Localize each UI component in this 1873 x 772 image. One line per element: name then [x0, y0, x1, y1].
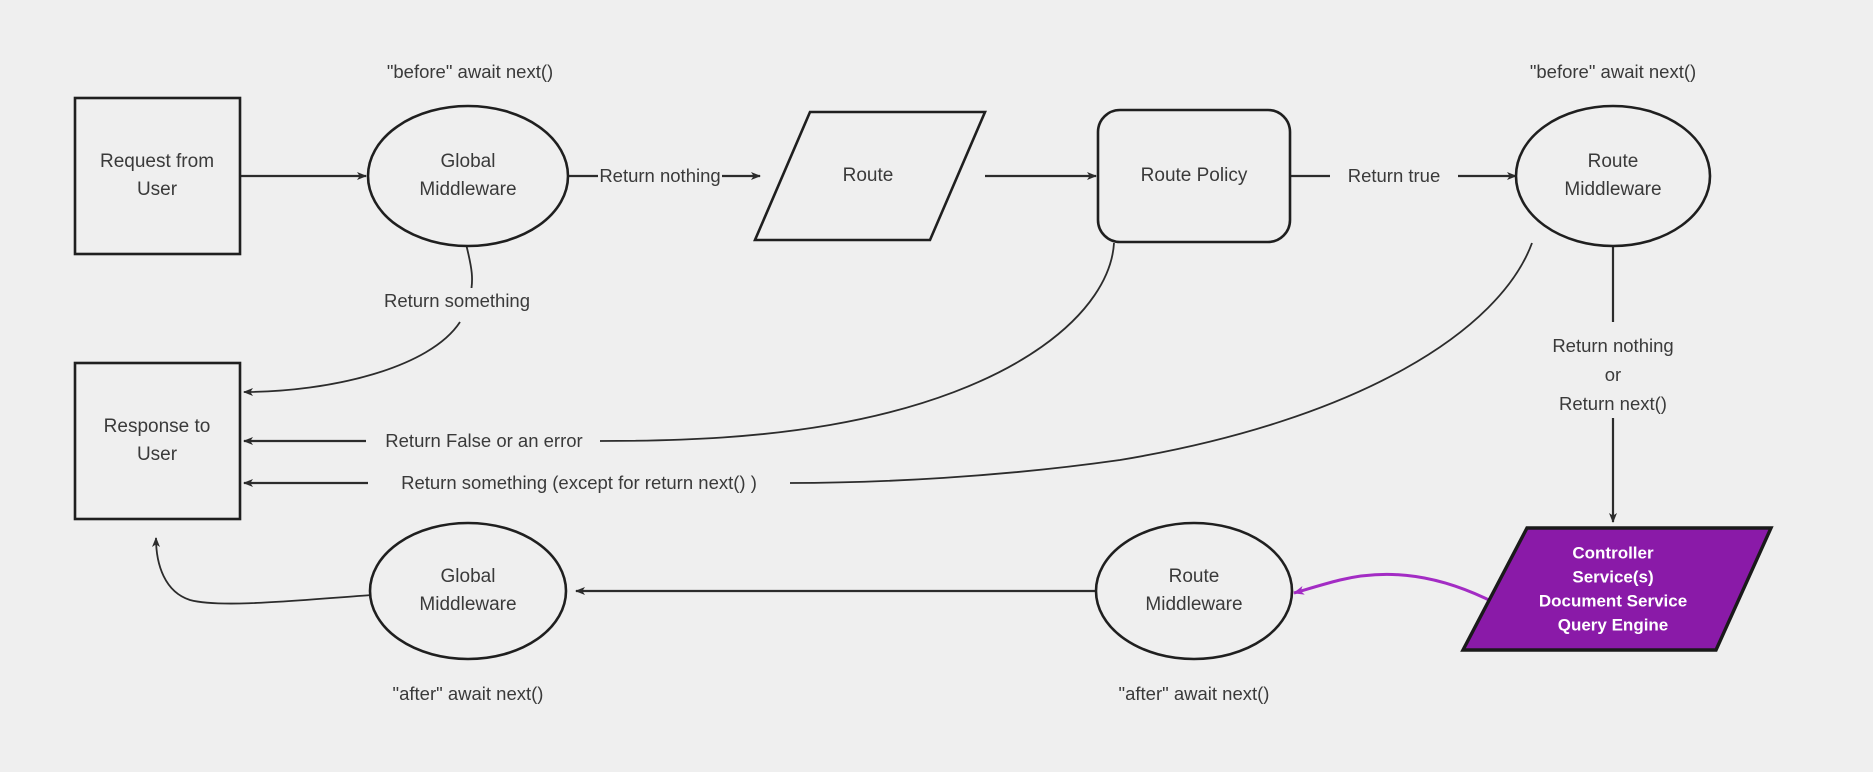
node-controller-services[interactable]: Controller Service(s) Document Service Q… — [1460, 526, 1774, 652]
return-nothing-or-next-line1: Return nothing — [1552, 335, 1673, 356]
return-true-text: Return true — [1348, 165, 1441, 186]
route-policy-label: Route Policy — [1141, 165, 1248, 186]
edge-label-return-something-top: Return something — [368, 288, 540, 314]
return-nothing-or-next-line2: or — [1605, 364, 1621, 385]
node-route-middleware-bottom[interactable]: Route Middleware — [1094, 521, 1294, 661]
edge-route-policy-return-false — [243, 242, 1115, 445]
return-nothing-text: Return nothing — [599, 165, 720, 186]
note-before-await-next-global: "before" await next() — [387, 61, 553, 82]
global-middleware-bottom-label-line1: Global — [441, 566, 496, 587]
global-middleware-top-label-line2: Middleware — [419, 179, 516, 200]
return-false-or-error-text: Return False or an error — [385, 430, 582, 451]
global-middleware-bottom-label-line2: Middleware — [419, 594, 516, 615]
edge-label-return-something-except: Return something (except for return next… — [368, 470, 790, 496]
controller-label-line2: Service(s) — [1572, 567, 1653, 586]
edge-label-return-nothing: Return nothing — [598, 163, 722, 189]
route-middleware-bottom-label-line2: Middleware — [1145, 594, 1242, 615]
note-after-await-next-route: "after" await next() — [1119, 683, 1270, 704]
node-global-middleware-top[interactable]: Global Middleware — [366, 104, 570, 248]
note-after-await-next-global: "after" await next() — [393, 683, 544, 704]
request-from-user-label-line2: User — [137, 179, 178, 200]
return-something-except-text: Return something (except for return next… — [401, 472, 757, 493]
note-before-await-next-route: "before" await next() — [1530, 61, 1696, 82]
response-to-user-label-line2: User — [137, 444, 178, 465]
controller-label-line4: Query Engine — [1558, 615, 1669, 634]
edge-global-middleware-return-something — [243, 243, 473, 396]
route-label: Route — [843, 165, 894, 186]
route-middleware-bottom-label-line1: Route — [1169, 566, 1220, 587]
controller-label-line1: Controller — [1572, 543, 1654, 562]
edge-label-return-false-or-error: Return False or an error — [368, 428, 600, 454]
edge-controller-to-route-middleware-bottom — [1293, 572, 1496, 605]
edge-label-return-true: Return true — [1330, 163, 1458, 189]
response-to-user-label-line1: Response to — [104, 416, 211, 437]
route-middleware-top-label-line2: Middleware — [1564, 179, 1661, 200]
return-nothing-or-next-line3: Return next() — [1559, 393, 1667, 414]
node-response-to-user[interactable]: Response to User — [73, 361, 242, 521]
node-route-policy[interactable]: Route Policy — [1096, 108, 1292, 244]
node-route[interactable]: Route — [753, 110, 987, 242]
node-route-middleware-top[interactable]: Route Middleware — [1514, 104, 1712, 248]
request-from-user-label-line1: Request from — [100, 151, 214, 172]
global-middleware-top-label-line1: Global — [441, 151, 496, 172]
node-global-middleware-bottom[interactable]: Global Middleware — [368, 521, 568, 661]
node-request-from-user[interactable]: Request from User — [73, 96, 242, 256]
return-something-top-text: Return something — [384, 290, 530, 311]
edge-global-middleware-bottom-to-response — [152, 537, 373, 605]
route-middleware-top-label-line1: Route — [1588, 151, 1639, 172]
controller-label-line3: Document Service — [1539, 591, 1687, 610]
edge-label-return-nothing-or-next: Return nothing or Return next() — [1528, 332, 1700, 418]
